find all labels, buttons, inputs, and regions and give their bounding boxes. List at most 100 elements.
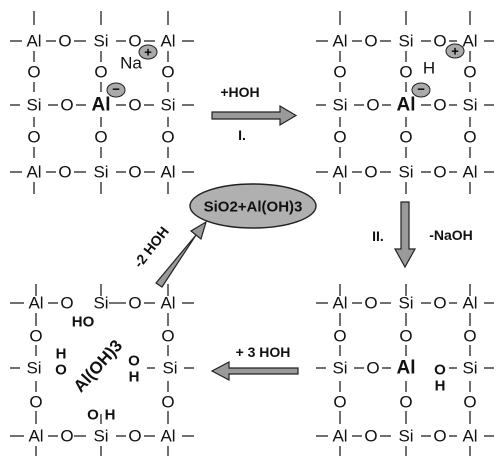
step-4-reagent: -2 HOH (130, 223, 172, 270)
atom-o: O (333, 327, 346, 346)
arrow-step-1: +HOH I. (211, 84, 298, 143)
atom-o: O (161, 327, 174, 346)
atom-si: Si (93, 294, 108, 313)
atom-o: O (128, 294, 141, 313)
atom-al: Al (462, 427, 477, 446)
panel-1-charges: + − (106, 44, 158, 98)
atom-al: Al (332, 427, 347, 446)
atom-o: O (128, 32, 141, 51)
atom-al: Al (332, 294, 347, 313)
atom-o: O (364, 427, 377, 446)
atom-o: O (60, 427, 73, 446)
plus-charge-icon (138, 44, 158, 60)
atom-o: O (463, 63, 476, 82)
atom-o: O (161, 128, 174, 147)
step-2-roman: II. (372, 228, 384, 244)
arrow-left-icon (210, 361, 299, 381)
atom-al: Al (160, 32, 175, 51)
arrow-up-right-icon (155, 220, 208, 288)
atom-o: O (364, 294, 377, 313)
atom-si: Si (26, 359, 41, 378)
atom-si: Si (398, 427, 413, 446)
atom-al: Al (462, 294, 477, 313)
arrow-step-2: II. -NaOH (372, 201, 473, 269)
atom-si: Si (93, 427, 108, 446)
atom-al-framework: Al (397, 95, 416, 116)
aluminium-hydroxide-label: Al(OH)3 (70, 336, 126, 396)
step-1-roman: I. (238, 127, 246, 143)
atom-al-framework: Al (397, 358, 416, 379)
minus-charge-icon (411, 82, 431, 98)
panel-4-hydroxyls: HO H O O H O H Al(OH)3 (55, 314, 140, 424)
atom-o: O (161, 63, 174, 82)
atom-si: Si (462, 359, 477, 378)
panel-dealuminated-site: Al O Si O Al O O O Si O Al Si O O O Al O… (316, 284, 494, 456)
atom-al: Al (28, 427, 43, 446)
panel-4-bonds (10, 284, 194, 456)
hydroxyl-group: HO (72, 314, 95, 331)
proton: H (423, 59, 435, 78)
product-formula: SiO2+Al(OH)3 (204, 199, 303, 216)
step-3-reagent: + 3 HOH (236, 344, 291, 360)
panel-decomposed-framework: Al O Si O Al O O Si Si O O Al O Si O Al … (10, 284, 194, 456)
atom-o: O (399, 393, 412, 412)
atom-o: O (433, 96, 446, 115)
atom-o: O (399, 63, 412, 82)
atom-o: O (366, 96, 379, 115)
hydroxyl-o: O (87, 407, 99, 424)
atom-si: Si (462, 96, 477, 115)
hydroxyl-o: O (128, 353, 140, 370)
step-1-reagent: +HOH (220, 84, 259, 100)
atom-o: O (399, 327, 412, 346)
atom-al-framework: Al (92, 95, 111, 116)
panel-3-bonds (316, 284, 494, 456)
panel-1-bonds (10, 11, 194, 194)
panel-2-atoms: Al O Si O Al O O O Si O Al O Si O O O Al… (332, 32, 477, 182)
panel-4-atoms: Al O Si O Al O O Si Si O O Al O Si O Al (26, 294, 177, 446)
atom-o: O (58, 32, 71, 51)
atom-o: O (364, 32, 377, 51)
atom-al: Al (160, 163, 175, 182)
atom-o: O (27, 128, 40, 147)
atom-o: O (94, 63, 107, 82)
atom-o: O (463, 327, 476, 346)
atom-al: Al (462, 163, 477, 182)
atom-si: Si (26, 96, 41, 115)
atom-al: Al (332, 163, 347, 182)
atom-al: Al (26, 32, 41, 51)
atom-si: Si (93, 32, 108, 51)
minus-charge-icon (106, 82, 126, 98)
panel-1-atoms: Al O Si O Al O O O Si O Al O Si O O O Al… (26, 32, 175, 182)
atom-al: Al (462, 32, 477, 51)
panel-na-zeolite: Al O Si O Al O O O Si O Al O Si O O O Al… (10, 11, 194, 194)
arrow-down-icon (393, 201, 417, 269)
atom-si: Si (398, 32, 413, 51)
atom-o: O (364, 163, 377, 182)
panel-h-zeolite: Al O Si O Al O O O Si O Al O Si O O O Al… (316, 11, 494, 194)
atom-o: O (366, 359, 379, 378)
atom-o: O (29, 393, 42, 412)
hydroxyl-h: H (129, 369, 140, 386)
arrow-right-icon (211, 104, 298, 127)
atom-si: Si (332, 359, 347, 378)
atom-si: Si (398, 294, 413, 313)
panel-2-bonds (316, 11, 494, 194)
atom-o: O (60, 294, 73, 313)
atom-o: O (463, 128, 476, 147)
atom-o: O (433, 427, 446, 446)
atom-o: O (27, 63, 40, 82)
atom-o: O (58, 163, 71, 182)
atom-o: O (433, 294, 446, 313)
panel-3-atoms: Al O Si O Al O O O Si O Al Si O O O Al O… (332, 294, 477, 446)
arrow-step-3: + 3 HOH (210, 344, 299, 381)
atom-o: O (333, 393, 346, 412)
atom-si: Si (160, 96, 175, 115)
svg-text:−: − (112, 82, 120, 97)
sodium-cation: Na (120, 54, 142, 73)
arrow-step-4: -2 HOH (130, 220, 208, 288)
atom-o: O (333, 128, 346, 147)
hydroxyl-h: H (56, 346, 67, 363)
atom-al: Al (26, 163, 41, 182)
